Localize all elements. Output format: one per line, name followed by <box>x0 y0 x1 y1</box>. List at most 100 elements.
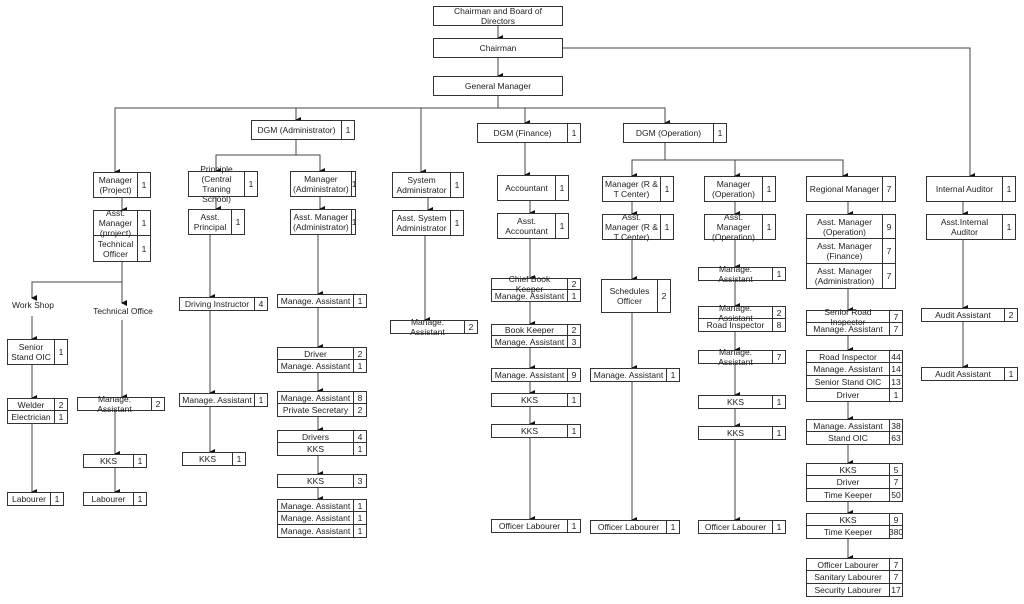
position-title: Electrician <box>11 412 51 422</box>
technical-office-label: Technical Office <box>93 306 153 316</box>
connector-arrow <box>735 159 848 179</box>
org-node-mgr-admin[interactable]: Manager (Administrator)1 <box>290 171 356 197</box>
position-title: Asst. Manager (Finance) <box>817 241 872 261</box>
org-node-dgm-admin[interactable]: DGM (Administrator)1 <box>251 120 355 140</box>
position-count: 63 <box>889 432 902 444</box>
org-node-mgr-op[interactable]: Manager (Operation)1 <box>704 176 776 202</box>
org-node-asst-mgr-rt[interactable]: Asst. Manager (R & T Center)1 <box>602 212 674 242</box>
org-node-asst-mgr-op[interactable]: Asst. Manager (Operation)1 <box>704 212 776 242</box>
position-title: DGM (Administrator) <box>257 125 336 135</box>
position-count: 8 <box>772 319 785 331</box>
org-node-fin-kks1[interactable]: KKS 1 <box>491 393 581 407</box>
position-count: 1 <box>350 210 356 234</box>
org-node-mgr-project[interactable]: Manager (Project)1 <box>93 172 151 198</box>
org-node-dgm-fin[interactable]: DGM (Finance)1 <box>477 123 581 143</box>
position-title: Manage. Assistant <box>813 420 883 431</box>
position-count: 1 <box>772 396 785 408</box>
org-node-op-kks1[interactable]: KKS 1 <box>698 395 786 409</box>
position-title: KKS <box>198 454 216 464</box>
chairman-box[interactable]: Chairman <box>433 38 563 58</box>
position-title: KKS <box>520 426 538 436</box>
position-title: KKS <box>520 395 538 405</box>
org-node-dgm-op[interactable]: DGM (Operation)1 <box>623 123 727 143</box>
position-count: 1 <box>567 394 580 406</box>
position-count: 1 <box>353 500 366 511</box>
position-title: Regional Manager <box>809 184 880 194</box>
position-title: Officer Labourer <box>498 521 561 531</box>
org-node-asst-mgr-admin[interactable]: Asst. Manager (Administrator)1 <box>290 209 356 235</box>
position-title: Road Inspector <box>819 351 877 362</box>
position-count: 2 <box>1004 309 1017 321</box>
position-row: Principle (Central Traning School)1 <box>188 164 258 204</box>
board-box[interactable]: Chairman and Board of Directors <box>433 6 563 26</box>
general-manager-box[interactable]: General Manager <box>433 76 563 96</box>
position-title: Manage. Assistant <box>494 336 565 347</box>
org-node-mgr-rt[interactable]: Manager (R & T Center)1 <box>602 176 674 202</box>
position-title: KKS <box>726 397 744 407</box>
org-node-principle[interactable]: Principle (Central Traning School)1 <box>188 164 258 204</box>
position-title: Manage. Assistant <box>494 370 565 380</box>
position-title: Manage. Assistant <box>280 513 351 523</box>
position-count: 1 <box>133 493 146 505</box>
